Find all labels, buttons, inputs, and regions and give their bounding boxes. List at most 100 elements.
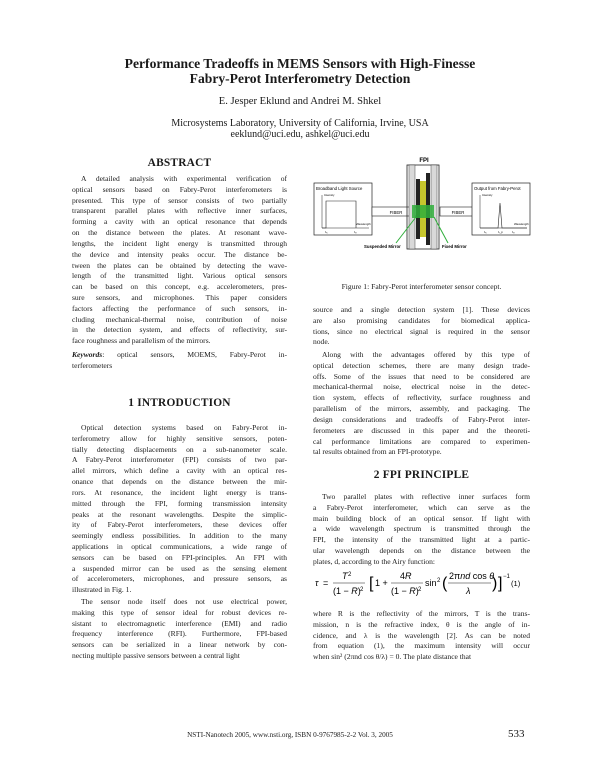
- right-a-line: are also promising candidates for biomed…: [313, 315, 530, 325]
- svg-text:1 +: 1 +: [375, 578, 388, 588]
- output-box: [471, 182, 531, 236]
- svg-text:(1 − R): (1 − R): [391, 586, 419, 596]
- output-intensity-label: Intensity: [482, 193, 493, 197]
- abstract-line: in the detection system, and effects of …: [72, 325, 287, 335]
- svg-text:[: [: [369, 575, 374, 592]
- right-c-line: ular wavelength depends on the distance …: [313, 546, 530, 556]
- keywords-label: Keywords: [72, 350, 103, 359]
- intro-line: of accelerometers, microphones, and pres…: [72, 574, 287, 584]
- abstract-line: optical sensors based on Fabry-Perot int…: [72, 184, 287, 194]
- footer-text: NSTI-Nanotech 2005, www.nsti.org, ISBN 0…: [187, 731, 393, 739]
- right-a-line: source and a single detection system [1]…: [313, 305, 530, 314]
- abstract-line: length of the transmitted light. Various…: [72, 271, 287, 281]
- right-c-line: a Fabry-Perot interferometer, which can …: [313, 502, 530, 512]
- emails: eeklund@uci.edu, ashkel@uci.edu: [230, 129, 370, 140]
- intro-line: onance that depends on the distance betw…: [72, 477, 287, 487]
- svg-text:2: 2: [418, 587, 422, 593]
- svg-text:]: ]: [498, 575, 502, 592]
- source-label: Broadband Light Source: [316, 186, 363, 191]
- right-b-line: mechanical-thermal noise, electrical noi…: [313, 382, 530, 392]
- figure-1: FPI Broadband Light Source Intensity Wav…: [313, 158, 531, 250]
- right-b-line: cal performance limitations are compared…: [313, 436, 530, 446]
- svg-text:(1 − R): (1 − R): [333, 586, 361, 596]
- right-b-line: Along with the advantages offered by thi…: [322, 350, 530, 359]
- abstract-line: cluding mechanical-thermal noise, contri…: [72, 314, 287, 324]
- paper-title-line1: Performance Tradeoffs in MEMS Sensors wi…: [124, 56, 476, 71]
- right-b-line: offs. Some of the issues that need to be…: [313, 371, 530, 381]
- fixed-pointer: [433, 216, 449, 244]
- abstract-line: lengths, the incident light energy is tr…: [72, 238, 287, 248]
- keywords: Keywords: optical sensors, MOEMS, Fabry-…: [72, 350, 287, 372]
- page-number: 533: [508, 728, 525, 740]
- intro-line: mitted through the FPI, forming transmis…: [72, 498, 287, 508]
- output-lambdap: λ_p: [498, 230, 503, 234]
- svg-text:sin: sin: [425, 578, 437, 588]
- output-lambda2: λ₂: [512, 230, 516, 234]
- svg-text:(: (: [442, 575, 448, 592]
- right-b-line: design considerations and tradeoffs of F…: [313, 414, 530, 424]
- intro-line: illustrated in Fig. 1.: [72, 585, 132, 595]
- abstract-line: can be based on this concept, e.g. accel…: [72, 282, 287, 292]
- right-c-line: plates, d, according to the Airy functio…: [313, 556, 435, 566]
- right-d-line: from equation (1), the maximum intensity…: [313, 641, 530, 651]
- svg-text:−1: −1: [503, 574, 511, 580]
- source-intensity-label: Intensity: [324, 193, 335, 197]
- intro-body-2: The sensor node itself does not use elec…: [72, 597, 287, 662]
- paper-title-line2: Fabry-Perot Interferometry Detection: [189, 71, 411, 86]
- svg-text:4R: 4R: [400, 571, 412, 581]
- right-para-c: Two parallel plates with reflective inne…: [313, 492, 530, 568]
- right-para-a: source and a single detection system [1]…: [313, 305, 530, 348]
- source-lambda1: λ₁: [325, 230, 328, 234]
- source-spectrum: [322, 200, 357, 229]
- svg-text:=: =: [323, 578, 328, 588]
- fixed-mirror-label: Fixed Mirror: [442, 244, 467, 249]
- right-b-line: tal results obtained from an FPI-prototy…: [313, 447, 442, 457]
- fpi-principle-heading: 2 FPI PRINCIPLE: [373, 469, 470, 481]
- intro-line: rors. At resonance, the incident light e…: [72, 487, 287, 497]
- intro2-line: necting multiple passive sensors between…: [72, 651, 240, 661]
- right-d-line: when sin² (2πnd cos θ/λ) = 0. The plate …: [313, 652, 472, 662]
- source-wavelength-label: Wavelength: [356, 222, 371, 226]
- right-b-line: ferometers are discussed in this paper a…: [313, 425, 530, 435]
- svg-text:2: 2: [437, 578, 441, 584]
- abstract-heading: ABSTRACT: [147, 157, 212, 169]
- right-b-line: optical detection schemes, there are man…: [313, 360, 530, 370]
- svg-text:2πnd cos θ: 2πnd cos θ: [449, 571, 494, 581]
- fpi-frame: [406, 164, 440, 250]
- figure-caption: Figure 1: Fabry-Perot interferometer sen…: [341, 282, 502, 291]
- intro2-line: frequency interference (RFI). Furthermor…: [72, 629, 287, 639]
- svg-text:2: 2: [348, 572, 352, 578]
- right-b-line: parallelism of the mirrors, assembly, an…: [313, 404, 530, 414]
- authors: E. Jesper Eklund and Andrei M. Shkel: [218, 96, 382, 107]
- fiber-right-label: FIBER: [452, 210, 465, 215]
- affiliation: Microsystems Laboratory, University of C…: [171, 118, 429, 129]
- abstract-line: factors affecting the performance of suc…: [72, 303, 287, 313]
- abstract-line: A detailed analysis with experimental ve…: [81, 174, 287, 183]
- intro-body: Optical detection systems based on Fabry…: [72, 423, 287, 596]
- intro-line: Optical detection systems based on Fabry…: [81, 423, 287, 432]
- fpi-label: FPI: [419, 158, 429, 164]
- right-c-line: Two parallel plates with reflective inne…: [322, 492, 530, 501]
- intro-line: A Fabry-Perot interferometer (FPI) consi…: [72, 455, 287, 465]
- fiber-left-label: FIBER: [390, 210, 403, 215]
- abstract-line: transparent parallel plates with reflect…: [72, 206, 287, 216]
- abstract-line: the device and intensity peaks occur. Th…: [72, 249, 287, 259]
- source-box: [313, 182, 373, 236]
- keywords-text-1: : optical sensors, MOEMS, Fabry-Perot in…: [102, 350, 287, 359]
- intro-line: seemingly endless possibilities. In addi…: [72, 531, 287, 541]
- right-a-line: tions, since no electrical signal is req…: [313, 326, 530, 336]
- right-d-line: mission, n is the refractive index, θ is…: [313, 619, 530, 629]
- abstract-line: sure sensors, and microphones. This pape…: [72, 292, 287, 302]
- intro-line: applications in optical communications, …: [72, 541, 287, 551]
- intro-line: ity of Fabry-Perot interferometers, thes…: [72, 520, 287, 530]
- keywords-text-2: terferometers: [72, 360, 113, 370]
- intro2-line: The sensor node itself does not use elec…: [81, 597, 287, 606]
- right-c-line: a wide wavelength spectrum is transmitte…: [313, 524, 530, 534]
- right-para-b: Along with the advantages offered by thi…: [313, 350, 530, 458]
- right-d-line: cidence, and λ is the wavelength [2]. As…: [313, 630, 530, 640]
- right-b-line: tion system, effects of reflectivity, su…: [313, 393, 530, 403]
- intro2-line: making this type of sensor ideal for rob…: [72, 607, 287, 617]
- svg-text:T: T: [342, 571, 349, 581]
- intro2-line: sensors can be serialized in a linear ne…: [72, 640, 287, 650]
